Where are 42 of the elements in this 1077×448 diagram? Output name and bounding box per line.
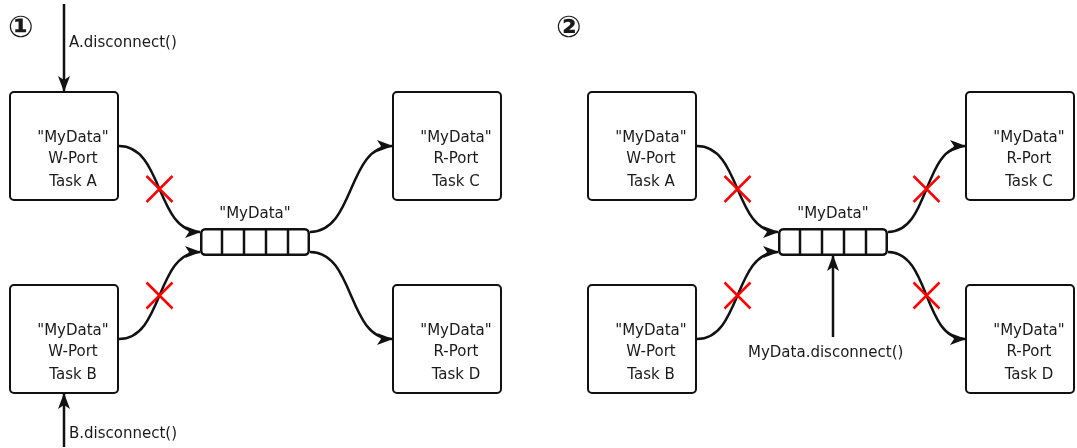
arrow: [887, 142, 966, 234]
task-label: Task A: [626, 171, 676, 192]
task-label: Task B: [626, 364, 676, 385]
port-label: "MyData" R-Port: [419, 320, 493, 362]
task-label: Task C: [431, 171, 481, 192]
task-label: Task D: [430, 364, 482, 385]
task-box: [9, 284, 119, 394]
task-label: Task A: [48, 171, 98, 192]
port-label: "MyData" W-Port: [36, 320, 110, 362]
port-label: "MyData" W-Port: [614, 320, 688, 362]
port-label: "MyData" W-Port: [36, 127, 110, 169]
port-label: "MyData" W-Port: [614, 127, 688, 169]
arrow: [118, 144, 201, 236]
arrow: [58, 393, 70, 447]
task-box: [965, 284, 1075, 394]
task-label: Task D: [1003, 364, 1055, 385]
task-box: [965, 91, 1075, 201]
task-box: [587, 284, 697, 394]
arrow: [696, 248, 779, 341]
arrow: [118, 248, 201, 341]
queue-label: "MyData": [796, 204, 870, 222]
task-label: Task B: [48, 364, 98, 385]
task-box: [392, 284, 502, 394]
port-label: "MyData" R-Port: [992, 320, 1066, 362]
task-label: Task C: [1004, 171, 1054, 192]
task-box: [587, 91, 697, 201]
arrow: [309, 142, 393, 234]
step-number: ②: [556, 11, 582, 43]
edge-label: A.disconnect(): [69, 33, 177, 51]
queue-label: "MyData": [218, 204, 292, 222]
port-label: "MyData" R-Port: [419, 127, 493, 169]
port-label: "MyData" R-Port: [992, 127, 1066, 169]
arrow: [58, 4, 70, 92]
arrow: [887, 250, 966, 343]
method-call-label: MyData.disconnect(): [748, 343, 930, 361]
task-box: [392, 91, 502, 201]
task-box: [9, 91, 119, 201]
step-number: ①: [8, 11, 34, 43]
arrow: [827, 255, 839, 337]
arrow: [696, 144, 779, 236]
edge-label: B.disconnect(): [69, 424, 178, 442]
arrow: [309, 250, 393, 343]
